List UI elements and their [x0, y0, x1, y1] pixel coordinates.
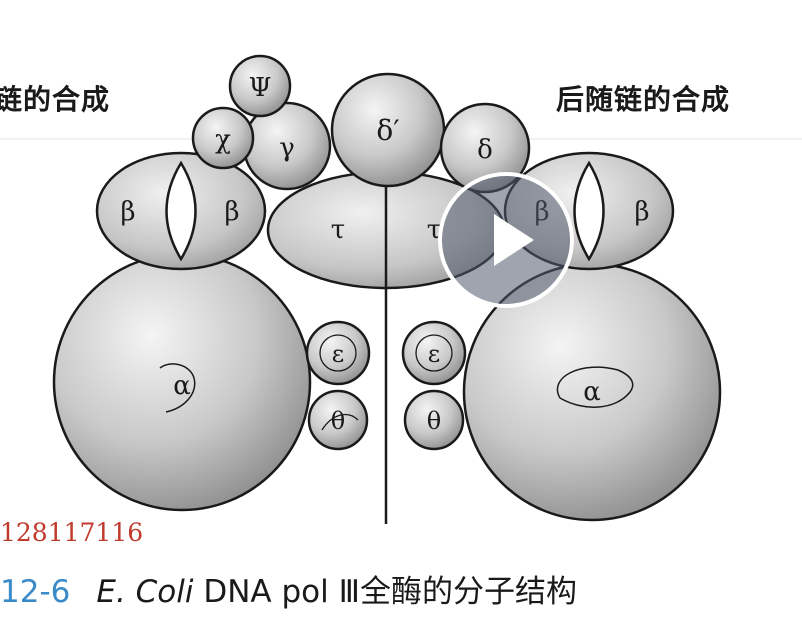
theta-label-left: θ	[331, 407, 345, 435]
theta-label-right: θ	[427, 407, 441, 435]
caption-text: DNA pol Ⅲ全酶的分子结构	[193, 574, 577, 610]
figure-caption: 12-6 E. Coli DNA pol Ⅲ全酶的分子结构	[0, 566, 577, 611]
organism-name: E. Coli	[96, 574, 194, 610]
gamma-label: γ	[279, 133, 295, 163]
psi-label: Ψ	[249, 73, 272, 103]
theta-subunit-right	[403, 389, 465, 451]
beta-label-left-a: β	[120, 197, 135, 227]
beta-label-right-b: β	[634, 197, 649, 227]
epsilon-subunit-right	[401, 320, 467, 386]
chi-subunit	[191, 106, 255, 170]
theta-subunit-left	[307, 389, 369, 451]
tau-label-right: τ	[427, 215, 441, 245]
epsilon-label-right: ε	[428, 340, 440, 368]
delta-label: δ	[477, 135, 493, 165]
psi-subunit	[228, 54, 292, 118]
leading-strand-label: 链的合成	[0, 83, 111, 116]
alpha-label-left: α	[173, 371, 191, 401]
lagging-strand-label: 后随链的合成	[556, 83, 731, 116]
delta-prime-label: δ′	[376, 114, 399, 147]
alpha-label-right: α	[583, 377, 601, 407]
epsilon-subunit-left	[305, 320, 371, 386]
beta-label-left-b: β	[224, 197, 239, 227]
chi-label: χ	[215, 125, 231, 155]
figure-number: 12-6	[0, 574, 71, 610]
epsilon-label-left: ε	[332, 340, 344, 368]
tau-label-left: τ	[331, 215, 345, 245]
watermark-id: 128117116	[0, 518, 144, 547]
play-icon	[494, 214, 534, 266]
video-play-button[interactable]	[438, 172, 574, 308]
